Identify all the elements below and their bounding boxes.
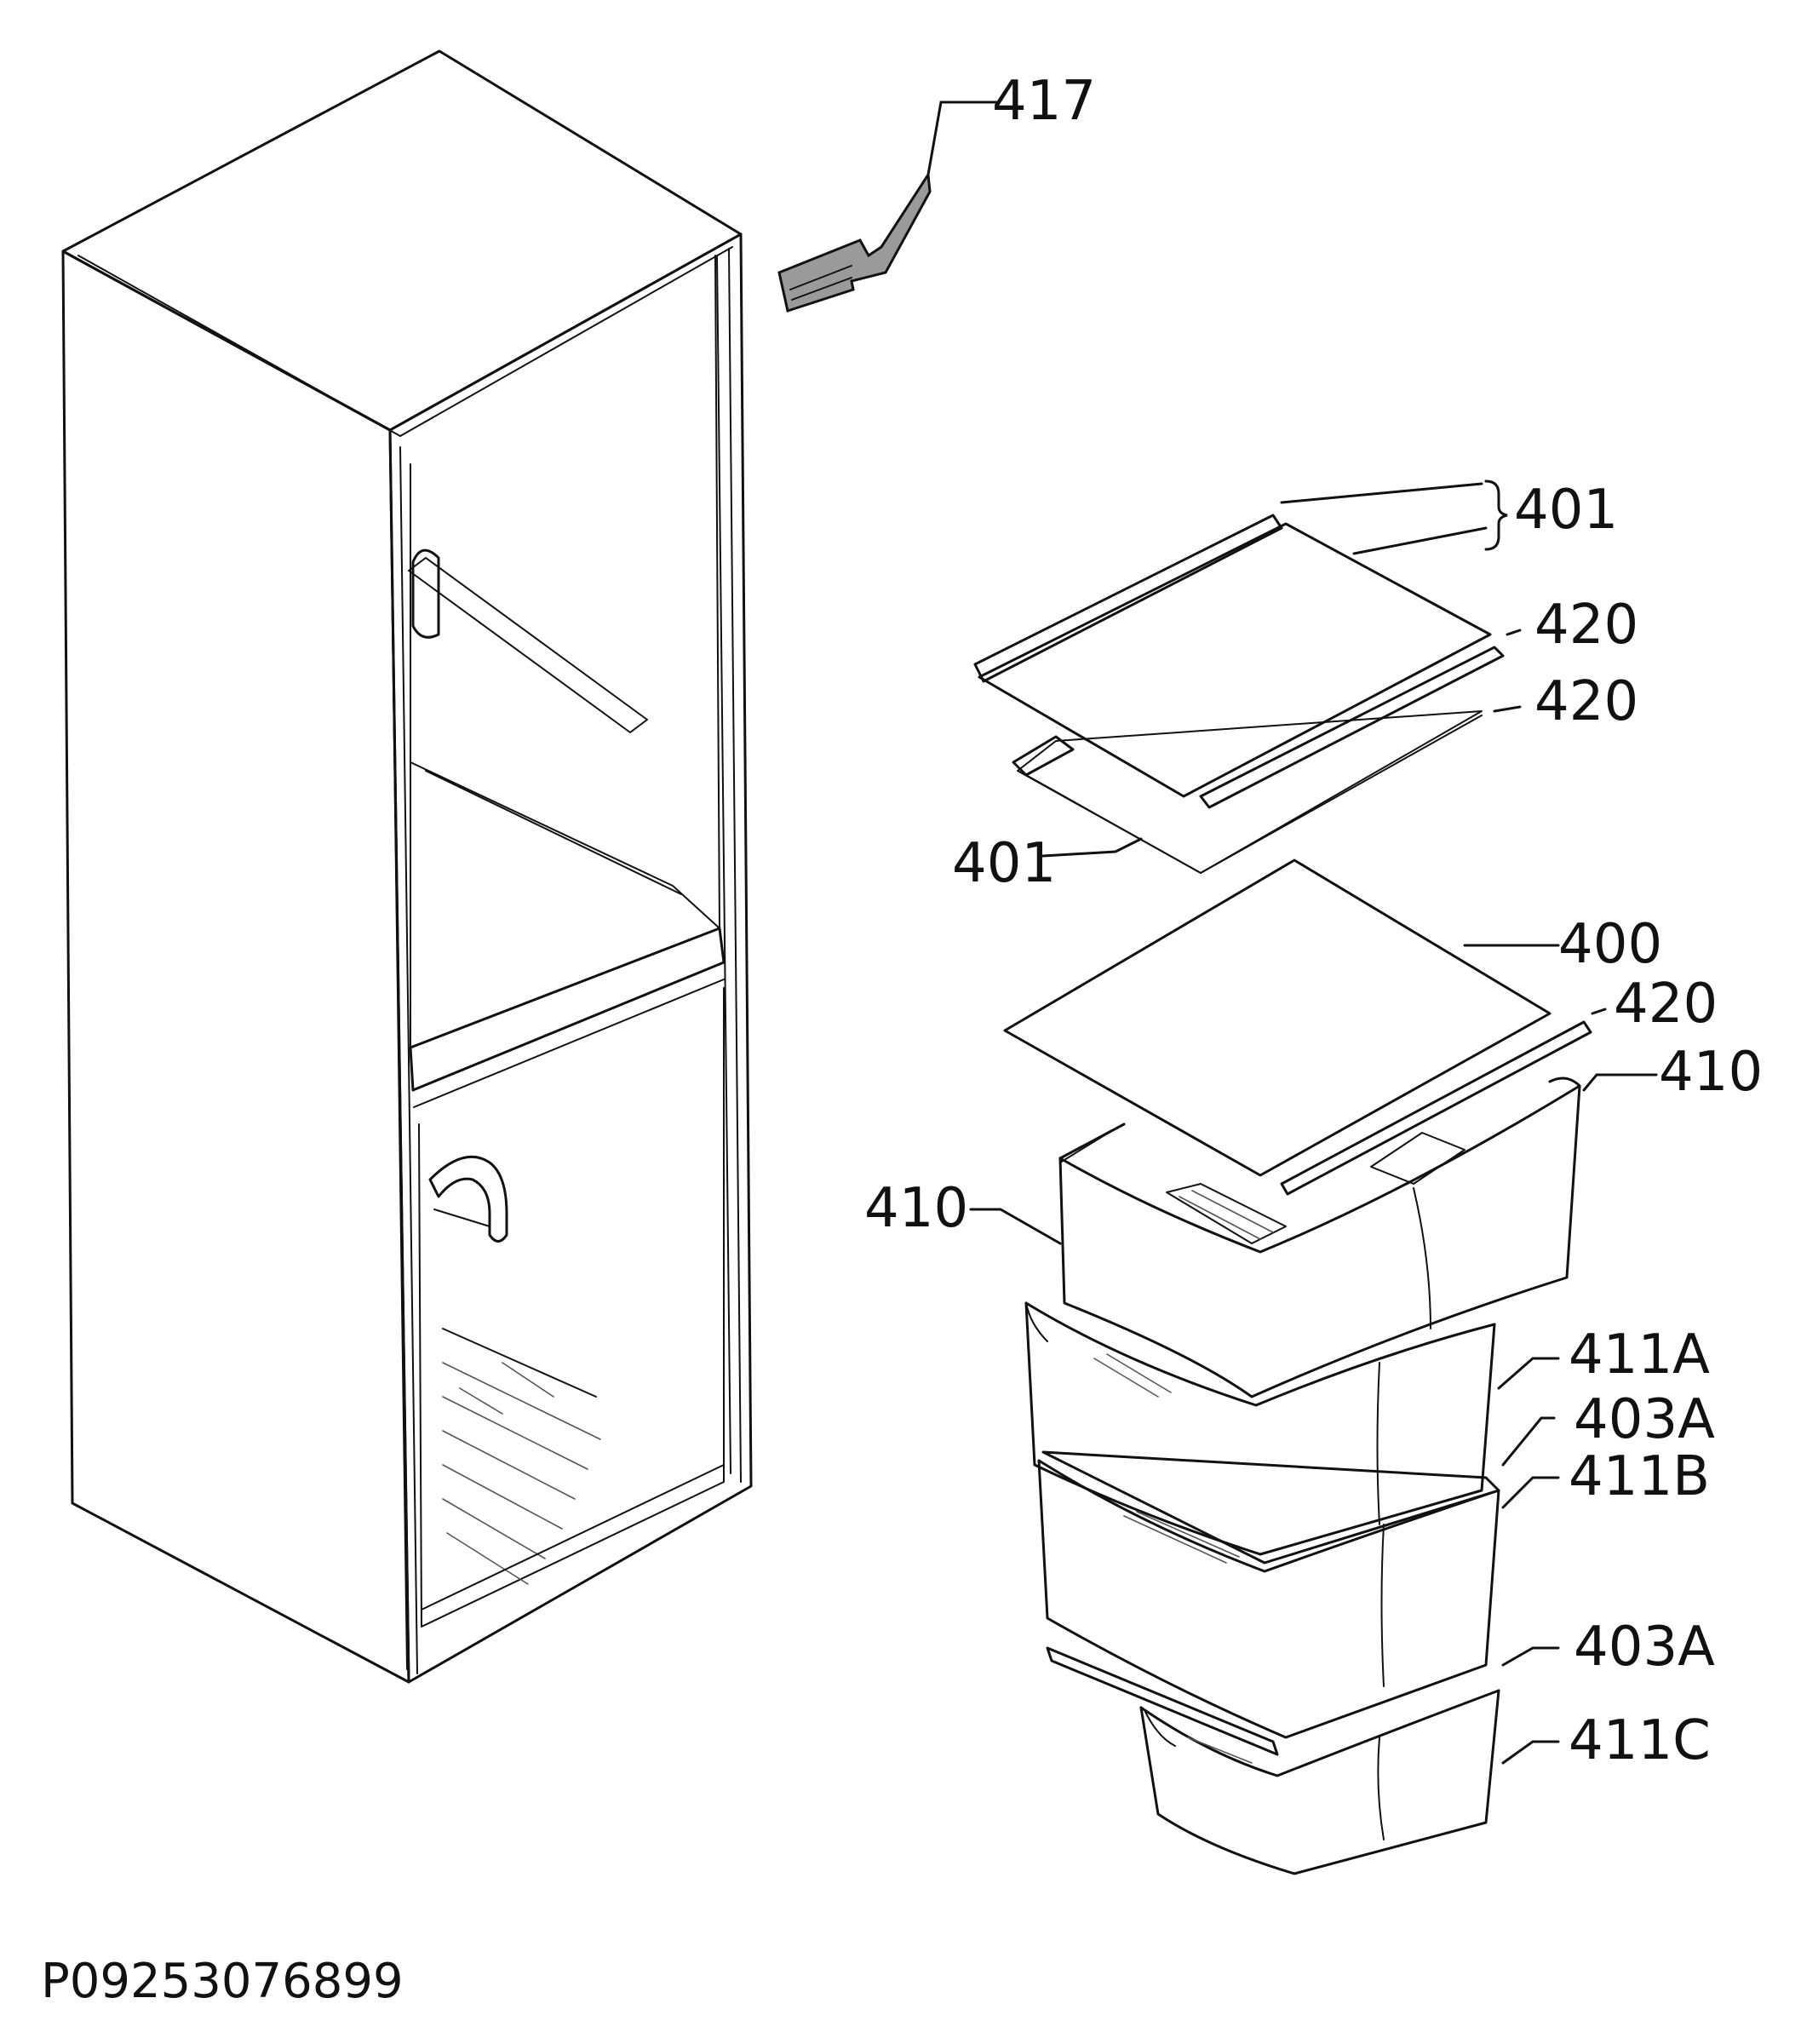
leader-lines [926,100,1658,1765]
part-401-shelf-lower [1012,710,1483,874]
part-420-strip-c [1280,1020,1592,1196]
part-411A-drawer [1024,1301,1496,1556]
part-410-crisper-tray [1058,1077,1581,1398]
callout-417: 417 [992,70,1096,133]
callout-410-left: 410 [864,1177,968,1240]
callout-411A: 411A [1569,1323,1710,1387]
fridge-cabinet [61,49,753,1684]
drawing-code: P09253076899 [41,1954,404,2009]
part-417-handle [777,170,932,313]
callout-401-mid: 401 [952,832,1056,895]
callout-400: 400 [1558,913,1662,976]
callout-410-right: 410 [1659,1041,1763,1104]
callout-401-top: 401 [1514,479,1618,542]
callout-labels: 417 401 420 420 401 400 420 410 410 411A… [864,70,1763,1772]
callout-420-a: 420 [1534,594,1638,657]
part-420-strip-a [1199,646,1505,809]
part-411B-drawer [1037,1450,1500,1739]
callout-411B: 411B [1569,1445,1710,1508]
callout-403A-top: 403A [1574,1388,1715,1451]
callout-403A-bottom: 403A [1574,1616,1715,1679]
callout-420-b: 420 [1534,670,1638,733]
part-403A-strip-bottom [1046,1646,1279,1756]
part-401-shelf-upper [973,514,1492,798]
callout-420-c: 420 [1614,973,1718,1036]
part-411C-drawer [1139,1689,1500,1875]
callout-411C: 411C [1569,1709,1711,1772]
part-400-glass-shelf [1003,858,1551,1177]
